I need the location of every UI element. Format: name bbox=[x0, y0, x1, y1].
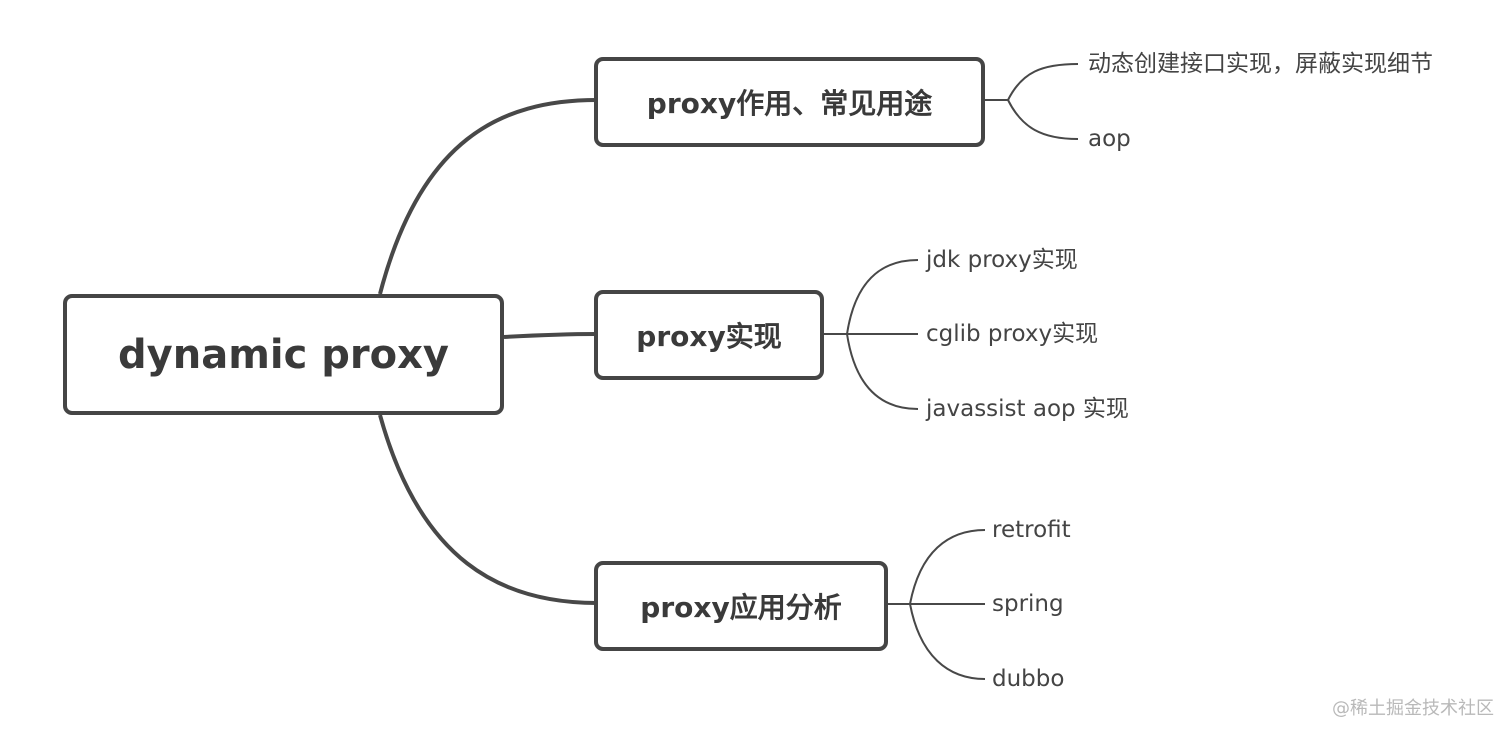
topic-proxy-usage[interactable]: proxy作用、常见用途 bbox=[594, 57, 985, 147]
topic-proxy-implementation[interactable]: proxy实现 bbox=[594, 290, 824, 380]
connector-analysis-leaf-3 bbox=[909, 603, 986, 680]
connector-root-to-proxy-analysis bbox=[378, 414, 598, 605]
connector-impl-leaf-3 bbox=[846, 333, 919, 410]
connector-analysis-leaf-1 bbox=[909, 529, 986, 605]
subtopic-cglib-proxy[interactable]: cglib proxy实现 bbox=[926, 321, 1099, 347]
subtopic-dynamic-interface[interactable]: 动态创建接口实现，屏蔽实现细节 bbox=[1088, 51, 1433, 77]
root-topic-label: dynamic proxy bbox=[118, 331, 449, 378]
connector-root-to-proxy-impl bbox=[503, 332, 598, 339]
topic-proxy-application-analysis[interactable]: proxy应用分析 bbox=[594, 561, 888, 651]
subtopic-javassist-aop[interactable]: javassist aop 实现 bbox=[926, 396, 1129, 422]
topic-proxy-implementation-label: proxy实现 bbox=[636, 320, 782, 353]
connector-impl-leaf-1 bbox=[846, 259, 919, 335]
connector-usage-leaf-2 bbox=[1007, 99, 1079, 140]
watermark: @稀土掘金技术社区 bbox=[1332, 698, 1494, 719]
topic-proxy-usage-label: proxy作用、常见用途 bbox=[646, 87, 933, 120]
subtopic-spring[interactable]: spring bbox=[992, 591, 1064, 617]
connector-root-to-proxy-usage bbox=[378, 98, 598, 295]
subtopic-aop[interactable]: aop bbox=[1088, 126, 1131, 152]
root-topic-node[interactable]: dynamic proxy bbox=[63, 294, 504, 415]
subtopic-dubbo[interactable]: dubbo bbox=[992, 666, 1065, 692]
subtopic-jdk-proxy[interactable]: jdk proxy实现 bbox=[926, 247, 1078, 273]
topic-proxy-application-analysis-label: proxy应用分析 bbox=[640, 591, 842, 624]
subtopic-retrofit[interactable]: retrofit bbox=[992, 517, 1071, 543]
connector-usage-leaf-1 bbox=[1007, 63, 1079, 101]
